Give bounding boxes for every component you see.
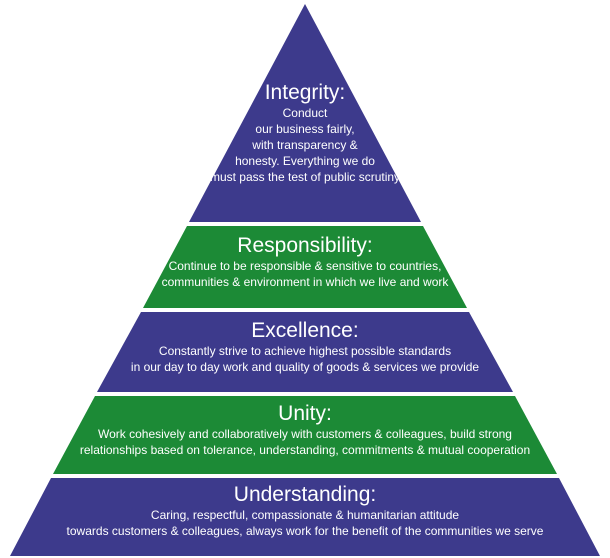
tier-unity-line: relationships based on tolerance, unders… (79, 443, 531, 457)
tier-understanding: Understanding: Caring, respectful, compa… (15, 482, 595, 539)
tier-excellence-line: in our day to day work and quality of go… (130, 360, 480, 374)
tier-unity-shape (53, 396, 557, 474)
tier-unity: Unity: Work cohesively and collaborative… (20, 401, 590, 458)
tier-integrity-line: with transparency & (252, 138, 358, 152)
tier-responsibility-shape (143, 226, 467, 308)
tier-understanding-line: Caring, respectful, compassionate & huma… (150, 508, 460, 522)
tier-integrity-shape (189, 4, 421, 222)
tier-unity-title: Unity: (278, 402, 332, 425)
tier-understanding-title: Understanding: (233, 483, 377, 506)
tier-unity-line: Work cohesively and collaboratively with… (98, 427, 512, 441)
tier-excellence-shape (97, 312, 513, 392)
tier-excellence-line: Constantly strive to achieve highest pos… (158, 344, 452, 358)
tier-integrity: Integrity: Conduct our business fairly, … (155, 80, 455, 185)
tier-responsibility-line: communities & environment in which we li… (161, 275, 449, 289)
tier-responsibility-title: Responsibility: (237, 234, 373, 257)
tier-integrity-line: our business fairly, (255, 122, 355, 136)
tier-understanding-shape (10, 478, 600, 556)
tier-integrity-line: Conduct (282, 106, 328, 120)
tier-responsibility: Responsibility: Continue to be responsib… (105, 233, 505, 290)
tier-integrity-line: honesty. Everything we do (235, 154, 375, 168)
tier-integrity-line: must pass the test of public scrutiny (209, 170, 401, 184)
tier-understanding-line: towards customers & colleagues, always w… (66, 524, 544, 538)
tier-integrity-title: Integrity: (264, 81, 346, 104)
tier-responsibility-line: Continue to be responsible & sensitive t… (168, 259, 442, 273)
tier-excellence-title: Excellence: (251, 319, 359, 342)
tier-excellence: Excellence: Constantly strive to achieve… (55, 318, 555, 375)
